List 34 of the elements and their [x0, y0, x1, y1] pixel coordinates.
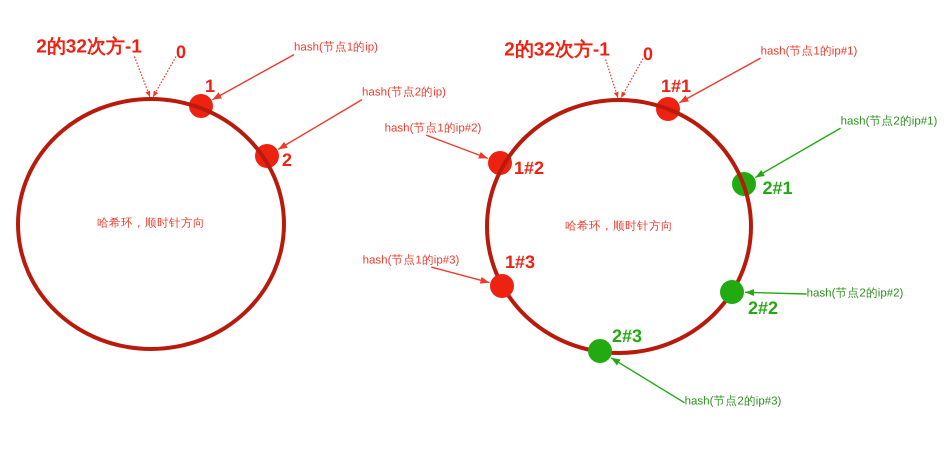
hash-label: hash(节点2的ip#3) [684, 394, 782, 408]
arrow [212, 54, 294, 100]
dot-label: 2 [282, 151, 292, 169]
hash-label: hash(节点1的ip#3) [362, 254, 460, 268]
arrow [744, 289, 807, 296]
arrow [278, 99, 362, 150]
hash-label: hash(节点1的ip#2) [384, 122, 482, 136]
dotted-arrow [620, 58, 644, 98]
hash-label: hash(节点1的ip#1) [760, 44, 858, 58]
arrow [679, 57, 761, 104]
ring-label: 哈希环，顺时针方向 [565, 220, 673, 234]
dot-label: 2#2 [748, 299, 778, 317]
dot-label: 2#1 [762, 179, 793, 197]
dotted-arrow [152, 56, 177, 98]
position-label: 2的32次方-1 [504, 40, 610, 60]
position-label: 0 [643, 45, 653, 63]
hash-label: hash(节点2的ip#1) [840, 114, 938, 128]
dot-label: 2#3 [612, 327, 642, 345]
dot-label: 1 [205, 77, 215, 95]
dot-label: 1#3 [504, 253, 536, 271]
arrow [754, 128, 841, 178]
arrow [610, 357, 685, 404]
dotted-arrow [605, 59, 619, 98]
ring-label: 哈希环，顺时针方向 [97, 217, 205, 231]
arrow [431, 266, 490, 284]
dot-label: 1#2 [514, 159, 544, 177]
hash-label: hash(节点2的ip) [362, 86, 446, 100]
dot-label: 1#1 [660, 77, 692, 95]
hash-label: hash(节点2的ip#2) [806, 287, 904, 301]
arrow [426, 134, 488, 160]
position-label: 0 [176, 43, 186, 61]
position-label: 2的32次方-1 [36, 38, 142, 56]
dotted-arrow [134, 56, 151, 98]
hash-label: hash(节点1的ip) [294, 41, 378, 55]
